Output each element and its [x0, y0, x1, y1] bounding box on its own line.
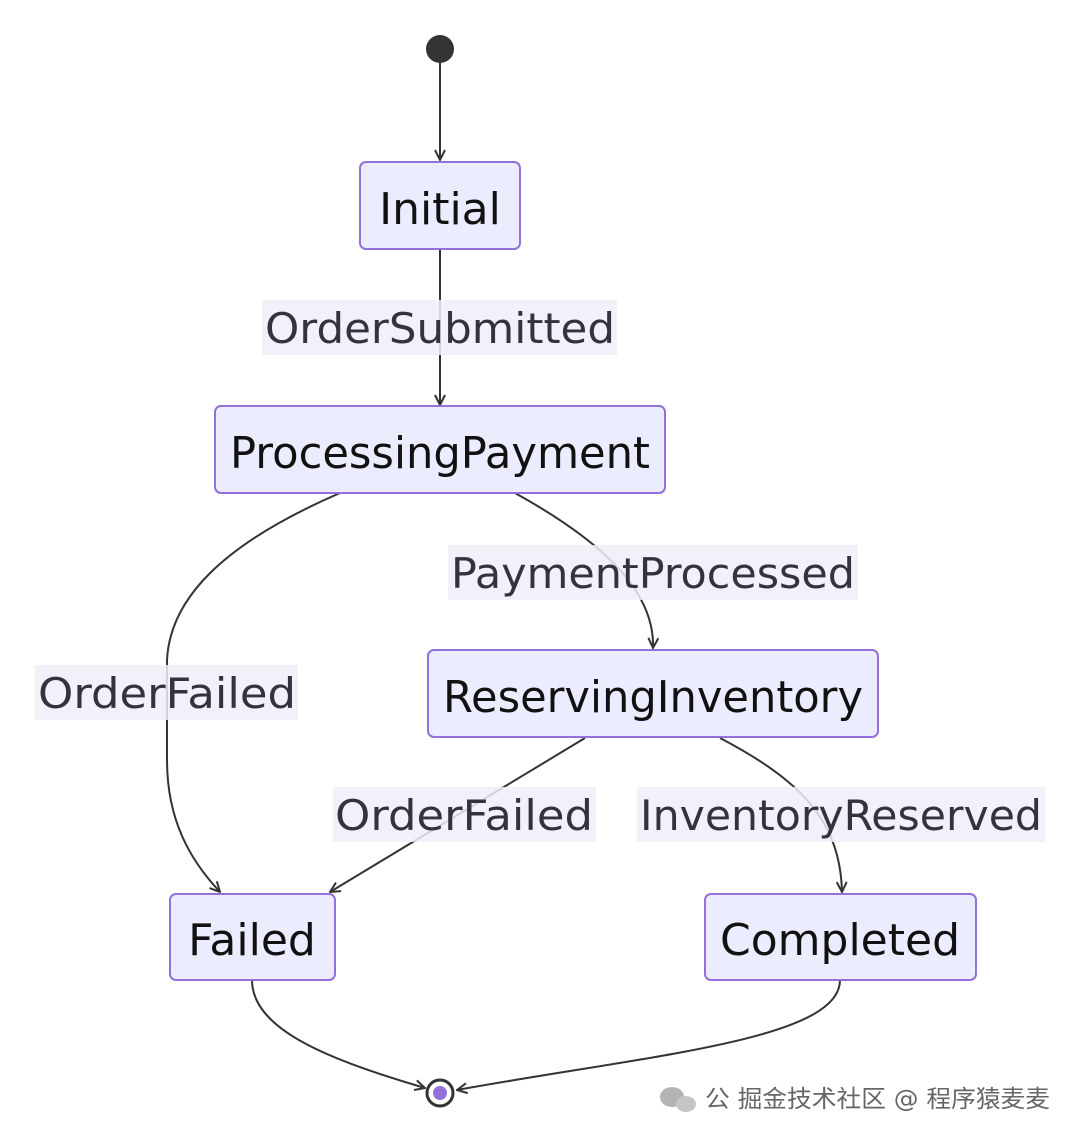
- watermark-text: 公 掘金技术社区 @ 程序猿麦麦: [705, 1085, 1050, 1113]
- state-completed-label: Completed: [720, 915, 960, 966]
- state-processing-payment-label: ProcessingPayment: [230, 428, 650, 479]
- transition-label-inventory-reserved: InventoryReserved: [637, 787, 1045, 842]
- state-failed-label: Failed: [188, 915, 316, 966]
- svg-text:OrderSubmitted: OrderSubmitted: [265, 304, 615, 353]
- svg-text:PaymentProcessed: PaymentProcessed: [451, 549, 855, 598]
- transition-label-order-submitted: OrderSubmitted: [262, 300, 617, 355]
- state-reserving-inventory-label: ReservingInventory: [443, 672, 863, 723]
- state-reserving-inventory: ReservingInventory: [427, 649, 879, 738]
- state-processing-payment: ProcessingPayment: [214, 405, 666, 494]
- edge-processing-to-failed: [166, 492, 341, 892]
- edge-failed-to-end: [251, 979, 425, 1088]
- edge-completed-to-end: [457, 979, 841, 1090]
- state-failed: Failed: [169, 893, 336, 981]
- start-node: [426, 35, 454, 63]
- state-initial-label: Initial: [379, 184, 501, 235]
- watermark: 公 掘金技术社区 @ 程序猿麦麦: [660, 1085, 1050, 1113]
- svg-text:OrderFailed: OrderFailed: [38, 669, 296, 718]
- transition-label-payment-processed: PaymentProcessed: [448, 545, 858, 600]
- transition-label-order-failed-inventory: OrderFailed: [333, 787, 596, 842]
- state-initial: Initial: [359, 161, 521, 250]
- svg-text:InventoryReserved: InventoryReserved: [640, 791, 1042, 840]
- transition-label-order-failed-payment: OrderFailed: [35, 665, 298, 720]
- svg-text:OrderFailed: OrderFailed: [335, 791, 593, 840]
- state-completed: Completed: [704, 893, 977, 981]
- wechat-icon: [660, 1087, 696, 1112]
- end-node: [425, 1078, 455, 1108]
